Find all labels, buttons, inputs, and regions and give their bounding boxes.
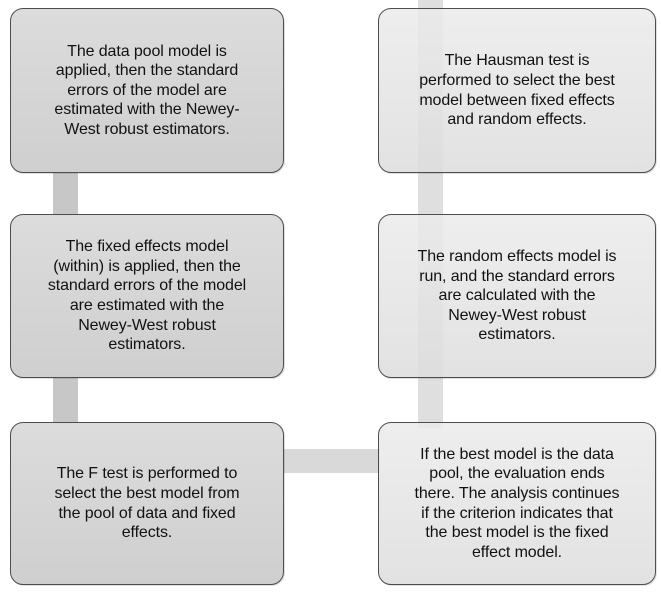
flow-box-conclusion-text: If the best model is the data pool, the … — [414, 445, 620, 561]
flow-box-hausman-test: The Hausman test is performed to select … — [378, 8, 656, 173]
flow-box-fixed-effects-model-text: The fixed effects model (within) is appl… — [47, 238, 247, 354]
flow-box-random-effects-model-text: The random effects model is run, and the… — [417, 248, 617, 344]
flow-box-fixed-effects-model: The fixed effects model (within) is appl… — [10, 214, 284, 378]
flow-box-data-pool-model: The data pool model is applied, then the… — [10, 8, 284, 173]
flow-box-conclusion: If the best model is the data pool, the … — [378, 422, 656, 585]
connector-bottom-row — [283, 449, 380, 473]
flow-box-f-test-text: The F test is performed to select the be… — [54, 465, 240, 542]
flow-box-hausman-test-text: The Hausman test is performed to select … — [419, 52, 615, 129]
flow-box-f-test: The F test is performed to select the be… — [10, 422, 284, 585]
flow-box-random-effects-model: The random effects model is run, and the… — [378, 214, 656, 378]
flow-box-data-pool-model-text: The data pool model is applied, then the… — [54, 42, 240, 138]
